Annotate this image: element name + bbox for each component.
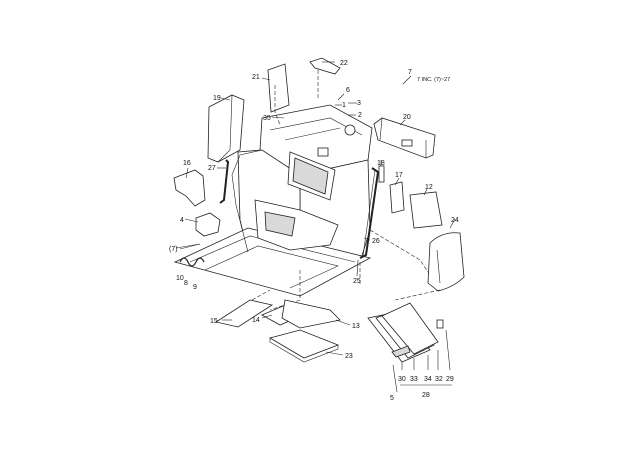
callout-7-ref: (7) [169,246,178,253]
callout-18: 18 [377,160,385,167]
pads-17-18-12 [378,165,443,229]
note-ref-number: 7 [408,69,412,76]
callout-10: 10 [176,275,184,282]
callout-20: 20 [403,114,411,121]
part-21-panel [267,63,290,126]
callout-24: 24 [451,217,459,224]
right-pillar [359,167,380,259]
callout-2: 2 [358,112,362,119]
part-20-panel [373,117,436,159]
callout-14: 14 [252,317,260,324]
cab-frame [173,104,441,311]
callout-35: 35 [263,115,271,122]
callout-27: 27 [208,165,216,172]
callout-6: 6 [346,87,350,94]
callout-labels: 22 21 19 35 1 3 2 6 20 16 27 4 (7) 10 8 … [169,60,459,402]
callout-13: 13 [352,323,360,330]
part-23-mat [268,329,340,363]
floor-deck [173,227,372,297]
note-text: 7 INC. (7)~27 [417,77,450,83]
callout-34: 34 [424,376,432,383]
callout-33: 33 [410,376,418,383]
callout-21: 21 [252,74,260,81]
callout-30: 30 [398,376,406,383]
callout-8: 8 [184,280,188,287]
leader-lines [179,61,456,393]
callout-5: 5 [390,395,394,402]
callout-17: 17 [395,172,403,179]
door-assembly [367,289,444,363]
part-4-bracket [195,212,221,237]
callout-12: 12 [425,184,433,191]
assembly-note: 7 7 INC. (7)~27 [402,69,450,85]
callout-15: 15 [210,318,218,325]
part-27-strip [219,159,230,204]
callout-19: 19 [213,95,221,102]
seat-box [254,199,339,251]
callout-26: 26 [372,238,380,245]
part-19-panel [207,94,245,163]
callout-3: 3 [357,100,361,107]
clip-parts [175,243,205,267]
callout-23: 23 [345,353,353,360]
callout-22: 22 [340,60,348,67]
callout-1: 1 [342,102,346,109]
callout-28: 28 [422,392,430,399]
part-24-cover [427,232,465,292]
callout-25: 25 [353,278,361,285]
floor-plates [214,289,341,329]
part-16-bracket [173,169,206,207]
part-22-bar [309,57,341,100]
callout-29: 29 [446,376,454,383]
callout-9: 9 [193,284,197,291]
callout-32: 32 [435,376,443,383]
callout-16: 16 [183,160,191,167]
callout-4: 4 [180,217,184,224]
